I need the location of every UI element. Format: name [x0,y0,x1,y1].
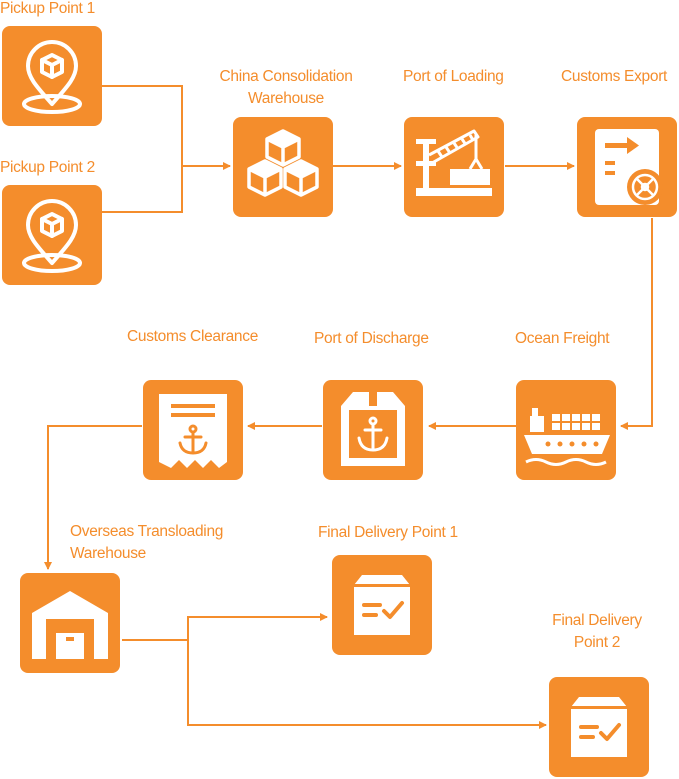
location-pin-box-icon [22,199,82,273]
customs-export-label: Customs Export [561,68,668,85]
pickup-point-2-label: Pickup Point 2 [0,159,95,176]
connector-customs-export-to-ocean-freight [620,218,653,430]
customs-clearance-node [143,380,243,480]
stacked-boxes-icon [247,129,319,197]
pickup-point-1-label: Pickup Point 1 [0,0,95,17]
ocean-freight-node [516,380,616,480]
ocean-freight-label: Ocean Freight [515,330,610,347]
port-of-loading-node [404,117,504,217]
connector-warehouse-to-final-delivery-2 [187,640,547,729]
overseas-warehouse-label-line2: Warehouse [70,545,146,562]
delivery-box-check-icon [354,575,410,635]
connector-pickup2-to-consolidation [102,166,183,213]
overseas-warehouse-label-line1: Overseas Transloading [70,523,224,540]
port-of-discharge-node [323,380,423,480]
consolidation-label-line1: China Consolidation [219,68,353,85]
final-delivery-2-node [549,677,649,777]
customs-export-node [577,117,677,217]
port-of-loading-label: Port of Loading [403,68,504,85]
connector-warehouse-to-final-delivery-1 [122,613,328,641]
anchor-document-icon [159,394,227,468]
customs-clearance-label: Customs Clearance [127,328,259,345]
connector-customs-clearance-to-overseas-warehouse [44,425,142,570]
pickup-point-2-node [2,185,102,285]
final-delivery-2-label-line1: Final Delivery [552,612,642,629]
port-of-discharge-label: Port of Discharge [314,330,429,347]
final-delivery-2-label-line2: Point 2 [573,634,621,651]
consolidation-label-line2: Warehouse [248,90,324,107]
final-delivery-2-label: Final Delivery Point 2 [552,610,642,654]
consolidation-warehouse-node [233,117,333,217]
final-delivery-1-label: Final Delivery Point 1 [318,524,458,541]
warehouse-icon [32,591,108,659]
final-delivery-1-node [332,555,432,655]
overseas-warehouse-node [20,573,120,673]
cargo-ship-icon [524,408,610,466]
port-crane-icon [416,129,492,196]
delivery-box-check-icon [571,697,627,757]
anchor-package-icon [341,392,405,466]
location-pin-box-icon [22,40,82,114]
customs-document-icon [595,129,663,205]
connector-pickup1-to-consolidation [102,85,231,170]
overseas-warehouse-label: Overseas Transloading Warehouse [70,521,223,565]
pickup-point-1-node [2,26,102,126]
consolidation-warehouse-label: China Consolidation Warehouse [219,66,352,110]
